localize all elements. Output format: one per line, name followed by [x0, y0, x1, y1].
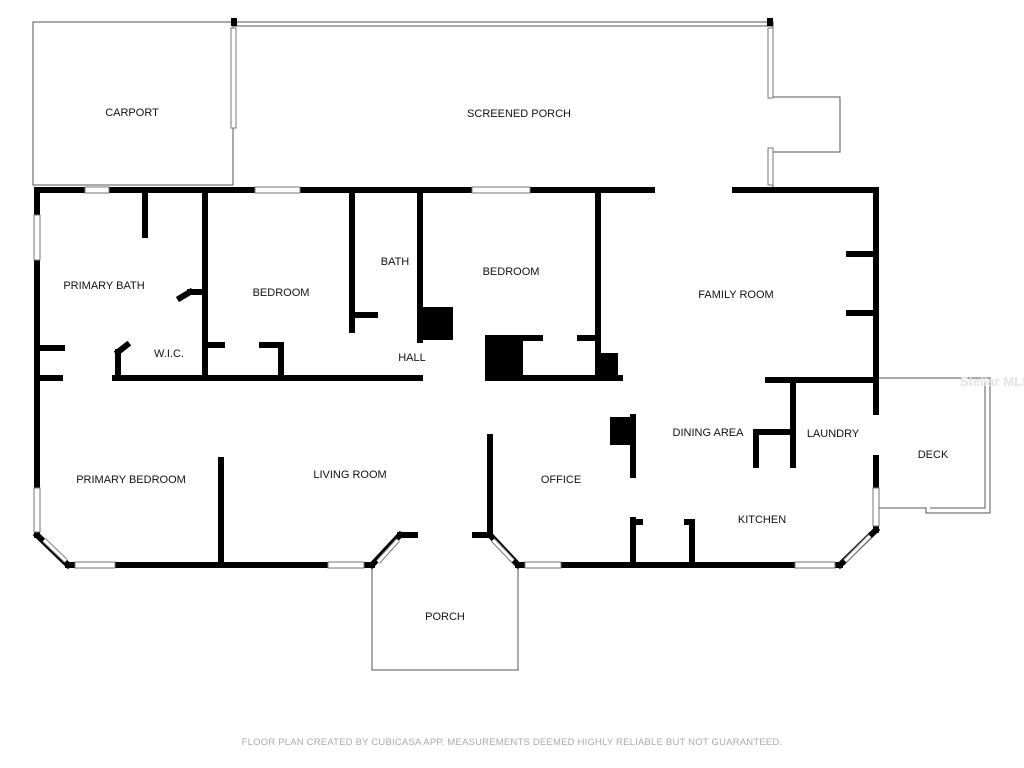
- screened-porch-outline: [233, 21, 841, 187]
- label-bedroom-1: BEDROOM: [253, 287, 310, 299]
- label-screened-porch: SCREENED PORCH: [467, 108, 571, 120]
- label-kitchen: KITCHEN: [738, 514, 786, 526]
- footer-disclaimer: FLOOR PLAN CREATED BY CUBICASA APP. MEAS…: [242, 737, 783, 748]
- label-primary-bath: PRIMARY BATH: [63, 280, 144, 292]
- label-laundry: LAUNDRY: [807, 428, 860, 440]
- label-hall: HALL: [398, 352, 426, 364]
- label-dining-area: DINING AREA: [673, 427, 745, 439]
- label-porch: PORCH: [425, 611, 465, 623]
- deck-outline: [878, 377, 991, 514]
- screened-porch-posts: [230, 18, 774, 186]
- windows: [33, 186, 880, 569]
- room-labels: CARPORT SCREENED PORCH PRIMARY BATH BEDR…: [63, 107, 949, 623]
- label-carport: CARPORT: [105, 107, 159, 119]
- label-office: OFFICE: [541, 474, 581, 486]
- label-primary-bedroom: PRIMARY BEDROOM: [76, 474, 186, 486]
- label-family-room: FAMILY ROOM: [698, 289, 773, 301]
- carport-outline: [32, 21, 234, 186]
- porch-outline: [371, 565, 519, 671]
- label-bedroom-2: BEDROOM: [483, 266, 540, 278]
- label-bath: BATH: [381, 256, 410, 268]
- walls: [32, 187, 881, 570]
- watermark: Stellar MLS: [960, 374, 1024, 389]
- label-living-room: LIVING ROOM: [313, 469, 386, 481]
- label-wic: W.I.C.: [154, 348, 184, 360]
- label-deck: DECK: [918, 449, 949, 461]
